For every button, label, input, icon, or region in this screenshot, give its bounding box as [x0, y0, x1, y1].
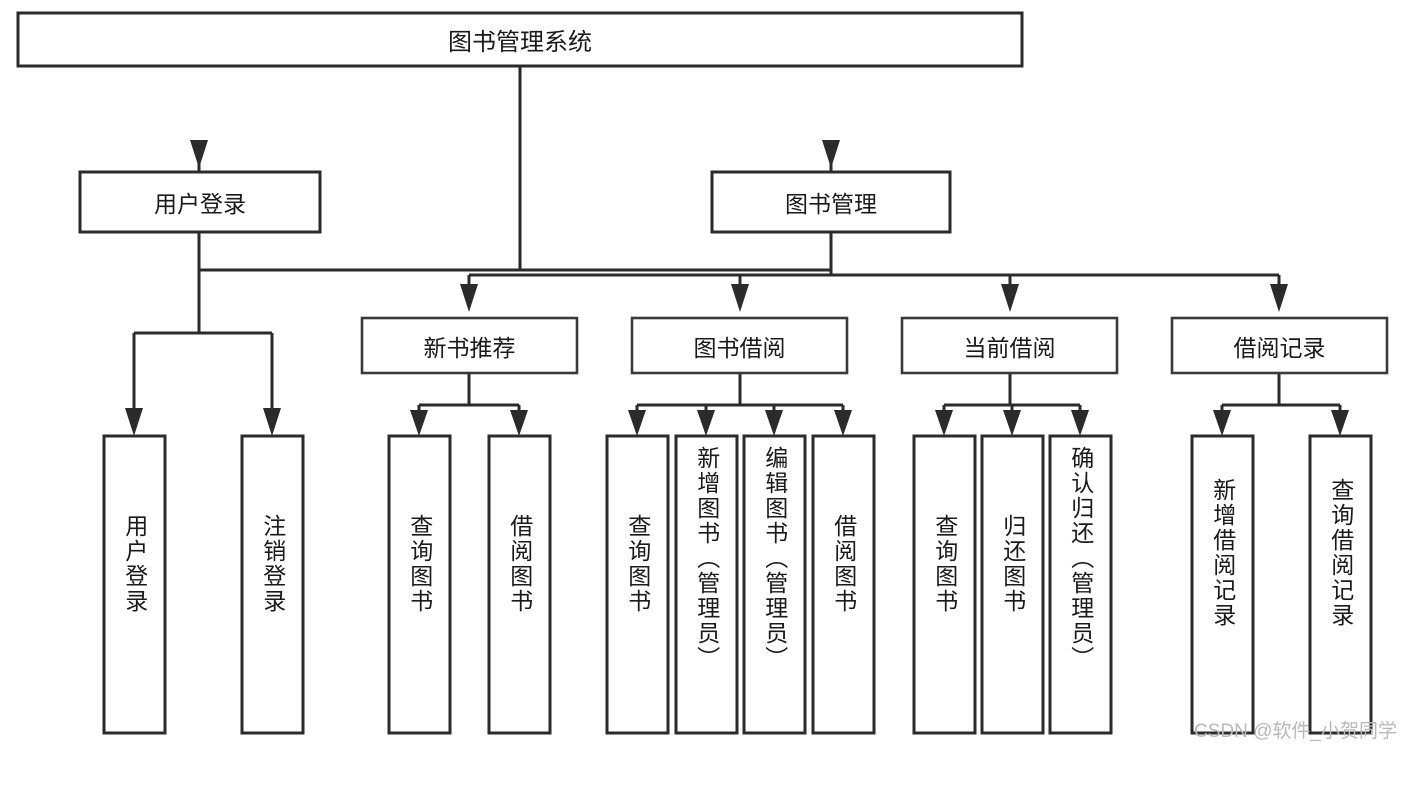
node-user-login[interactable] — [78, 170, 322, 234]
node-leaf-7[interactable] — [742, 434, 807, 735]
connector-newbookrec-to-leaves — [410, 373, 528, 436]
node-leaf-4[interactable] — [487, 434, 552, 735]
connector-bookmanage-to-level3 — [469, 232, 1279, 277]
diagram-canvas: 图书管理系统 用户登录 图书管理 新书推荐 图书借阅 当前借阅 借阅记录 用户登… — [16, 11, 1397, 742]
node-leaf-3[interactable] — [387, 434, 452, 735]
connector-userlogin-to-leaves — [125, 232, 281, 436]
node-borrow-record[interactable] — [1170, 316, 1389, 375]
node-leaf-10[interactable] — [980, 434, 1045, 735]
node-leaf-8[interactable] — [811, 434, 876, 735]
connector-root-to-level2 — [197, 66, 833, 272]
node-leaf-2[interactable] — [240, 434, 305, 735]
node-leaf-9[interactable] — [912, 434, 977, 735]
connector-bookborrow-to-leaves — [628, 373, 852, 436]
node-leaf-13[interactable] — [1308, 434, 1373, 735]
arrow-to-borrow-record — [1270, 275, 1288, 312]
node-current-borrow[interactable] — [900, 316, 1119, 375]
arrow-to-new-book-rec — [460, 275, 478, 312]
connector-currentborrow-to-leaves — [935, 373, 1089, 436]
node-book-manage[interactable] — [710, 170, 952, 234]
node-book-borrow[interactable] — [630, 316, 849, 375]
node-leaf-1[interactable] — [102, 434, 167, 735]
tree-diagram-svg — [16, 11, 1389, 735]
node-root[interactable] — [16, 11, 1024, 68]
node-new-book-rec[interactable] — [360, 316, 579, 375]
node-leaf-5[interactable] — [605, 434, 670, 735]
arrow-to-book-borrow — [731, 275, 749, 312]
node-leaf-12[interactable] — [1190, 434, 1255, 735]
connector-borrowrecord-to-leaves — [1213, 373, 1349, 436]
arrow-to-current-borrow — [1001, 275, 1019, 312]
node-leaf-6[interactable] — [674, 434, 739, 735]
node-leaf-11[interactable] — [1048, 434, 1113, 735]
